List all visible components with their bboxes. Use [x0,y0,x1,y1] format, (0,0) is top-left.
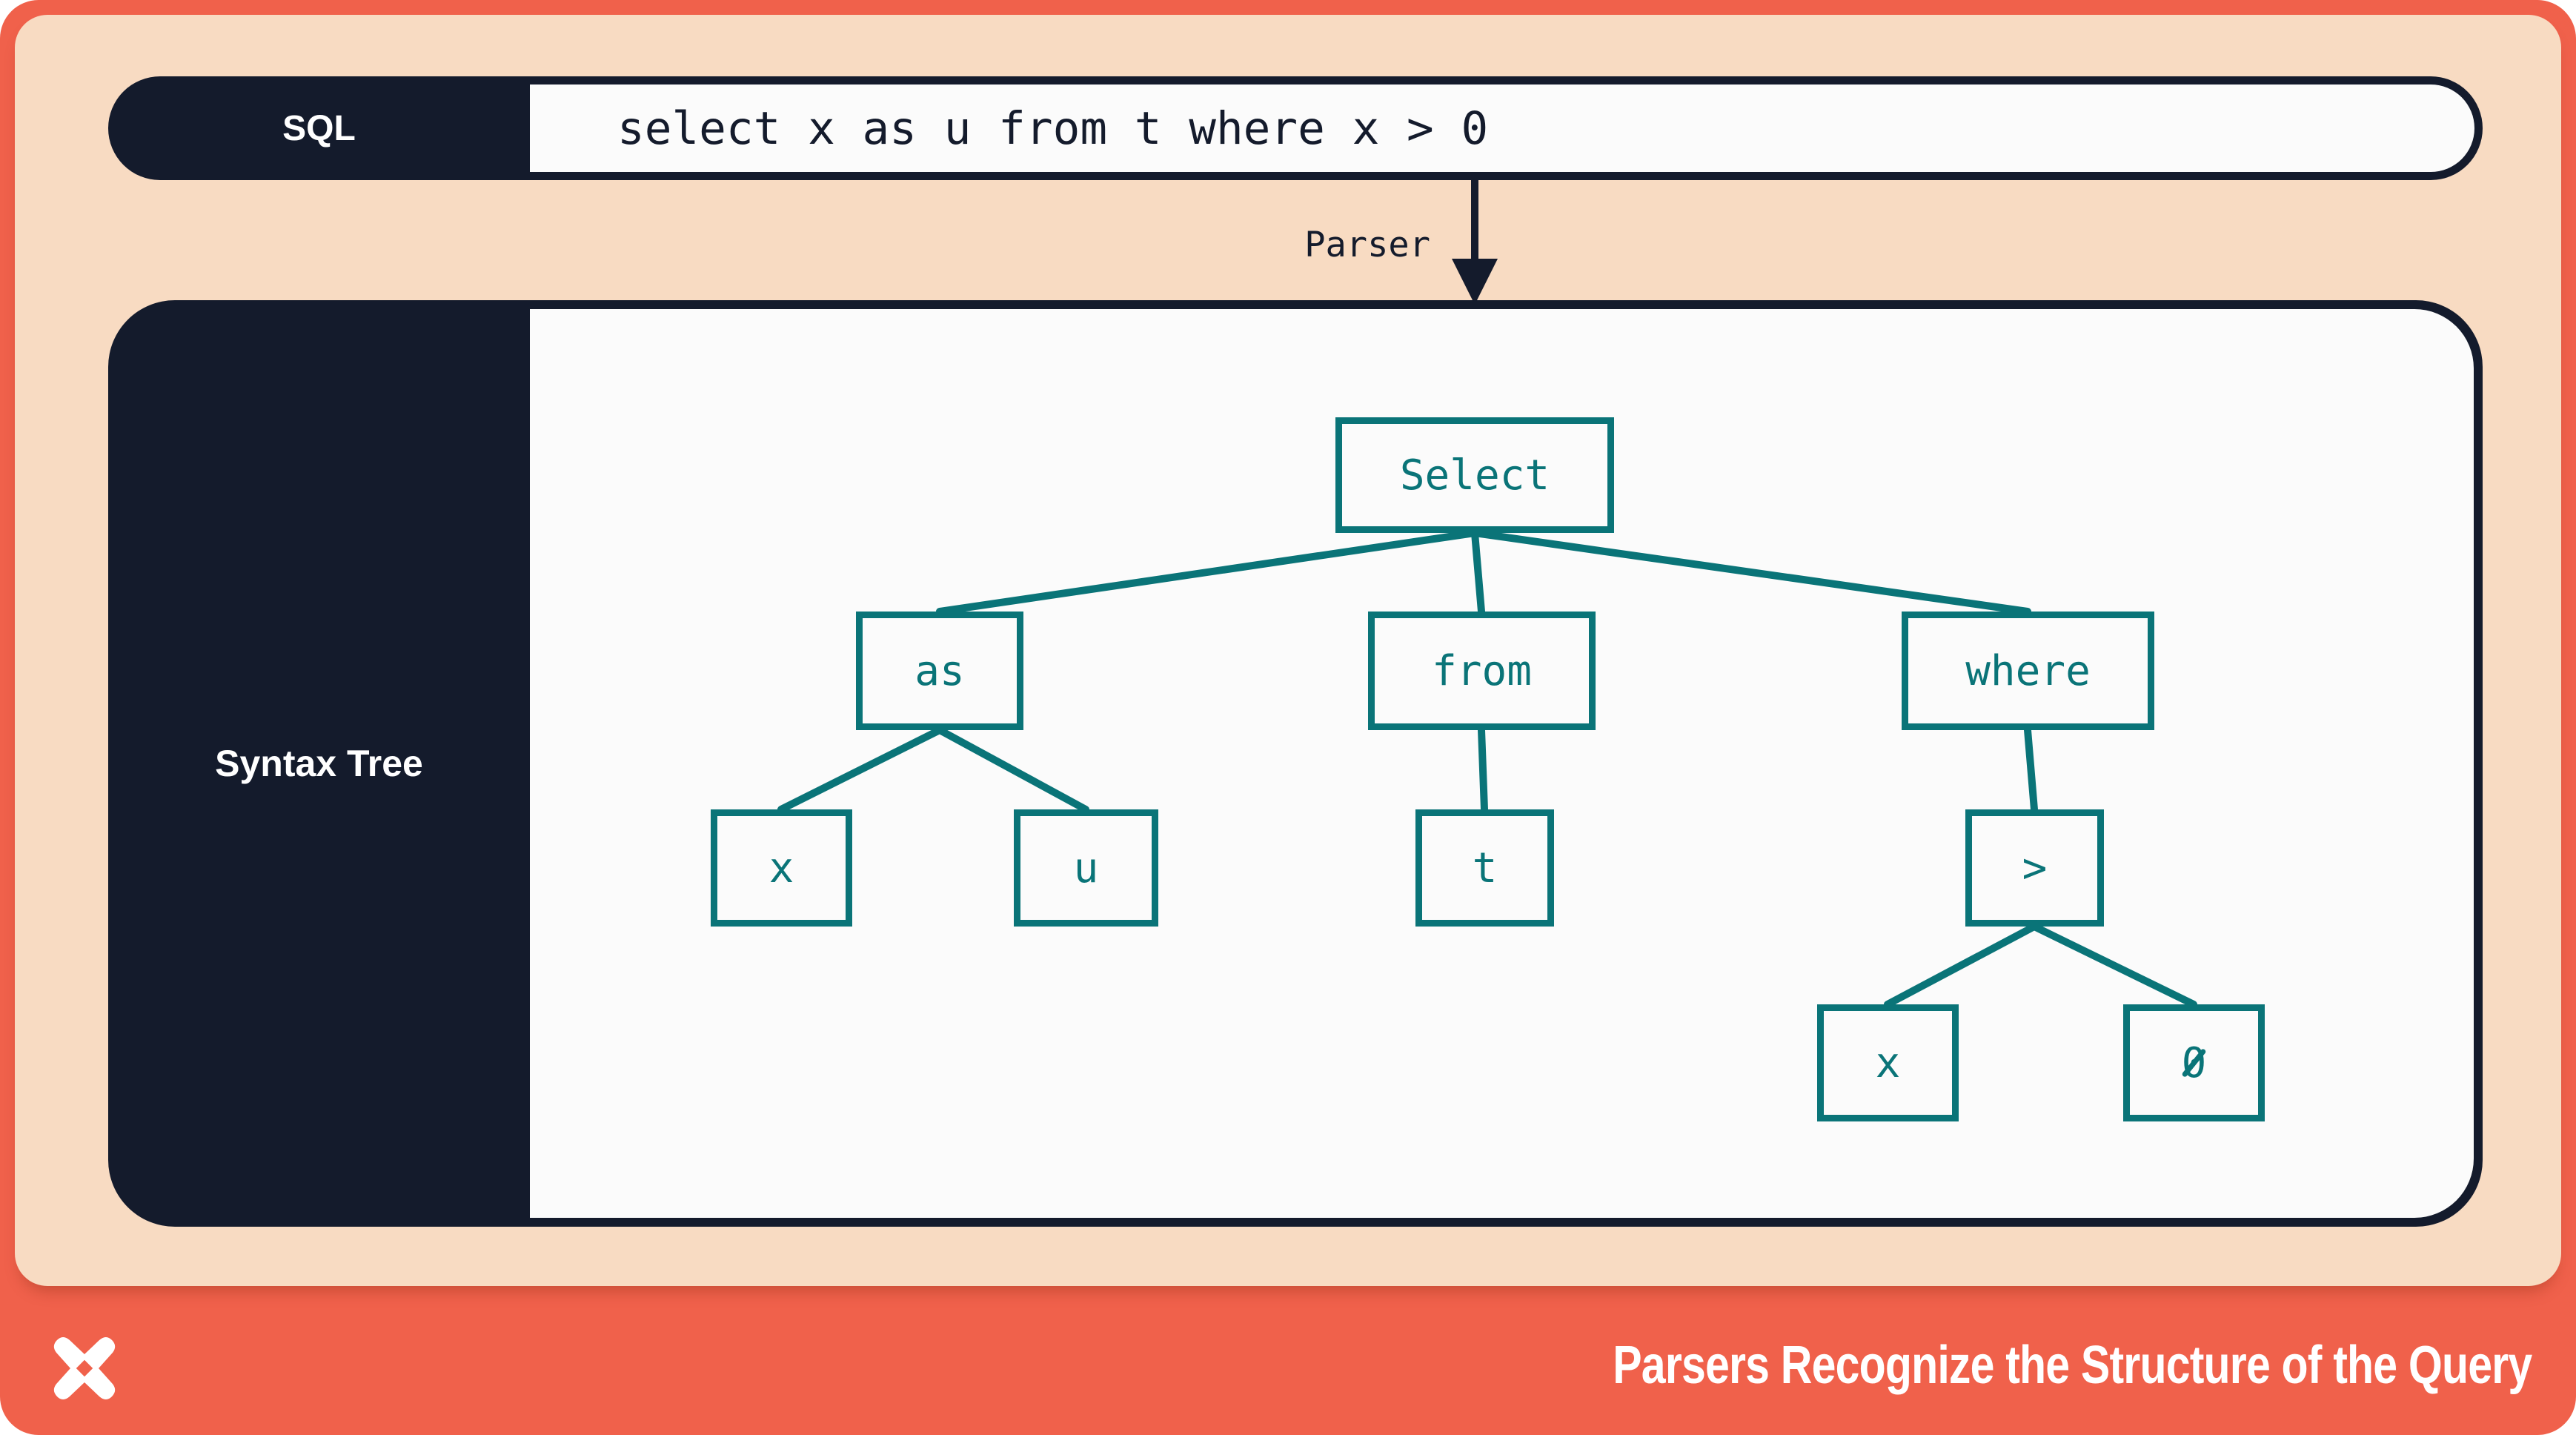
parser-arrow-head-icon [1452,259,1498,305]
tree-edge [2024,726,2038,813]
tree-node-greater-than: > [1965,809,2104,927]
tree-node-x-operand: x [1817,1004,1959,1121]
tree-node-u: u [1014,809,1158,927]
syntax-tree-canvas: Select as from where x u t > x 0 [108,300,2483,1227]
tree-edge [777,726,943,813]
tree-node-t: t [1415,809,1554,927]
tree-node-select: Select [1335,417,1614,533]
tree-edges [777,529,2197,1008]
syntax-tree-label: Syntax Tree [215,743,423,784]
tree-node-from: from [1368,612,1596,730]
tree-node-as: as [856,612,1023,730]
tree-edge [1478,726,1488,813]
tree-edge [936,726,1089,813]
sql-label: SQL [282,108,356,148]
footer-caption: Parsers Recognize the Structure of the Q… [1612,1336,2532,1395]
tree-edge [1471,529,2031,615]
sql-input-bar: SQL select x as u from t where x > 0 [108,76,2483,180]
tree-node-zero: 0 [2123,1004,2265,1121]
tree-node-where: where [1902,612,2154,730]
sql-query-text: select x as u from t where x > 0 [530,84,2474,172]
syntax-tree-box: Syntax Tree Select as from where [108,300,2483,1227]
tree-node-x-alias: x [711,809,852,927]
pinwheel-x-logo [53,1337,116,1399]
parser-arrow-line [1471,180,1478,268]
tree-edge [1471,529,1485,615]
tree-edge [1884,923,2038,1008]
tree-edge [2031,923,2197,1008]
parser-label: Parser [1304,225,1430,265]
tree-edge [936,529,1478,615]
